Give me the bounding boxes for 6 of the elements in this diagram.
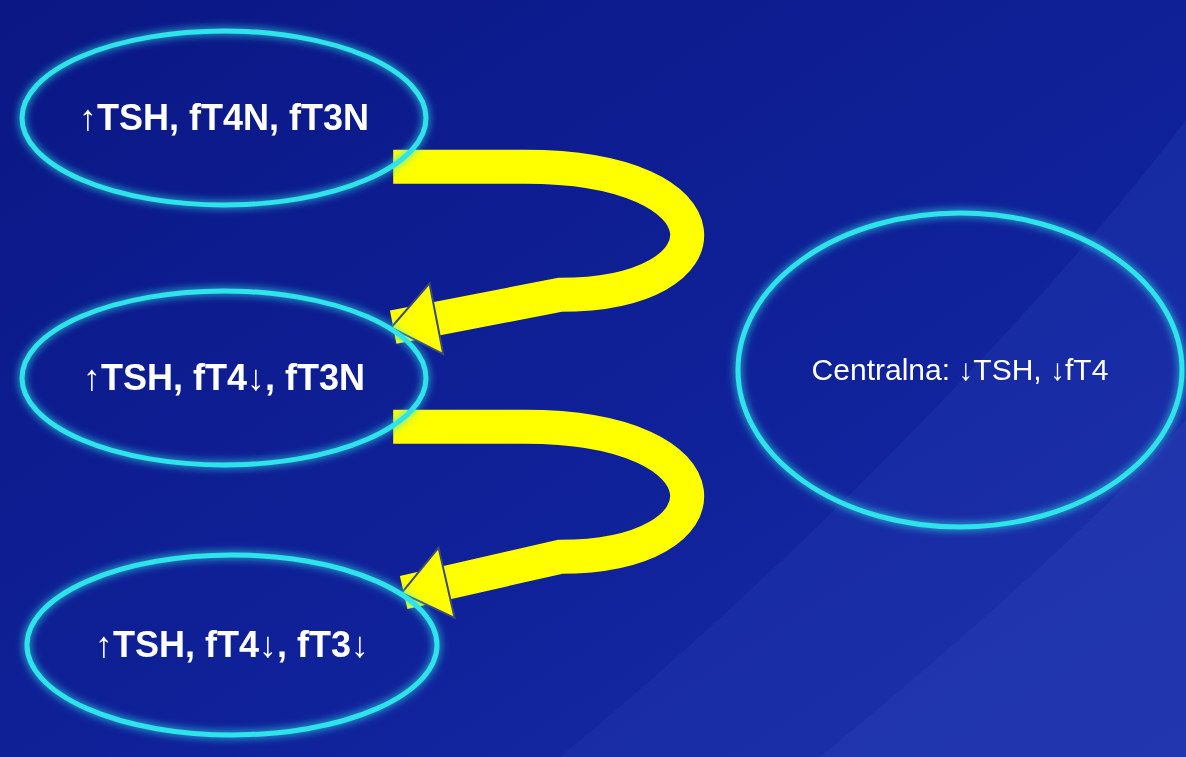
node-label: ↑TSH, fT4↓, fT3N xyxy=(83,357,365,399)
node-label: ↑TSH, fT4↓, fT3↓ xyxy=(95,624,369,666)
node-label: ↑TSH, fT4N, fT3N xyxy=(79,97,369,139)
curved-arrow xyxy=(393,409,704,619)
curved-arrow xyxy=(389,149,704,356)
node-label: Centralna: ↓TSH, ↓fT4 xyxy=(811,353,1109,387)
